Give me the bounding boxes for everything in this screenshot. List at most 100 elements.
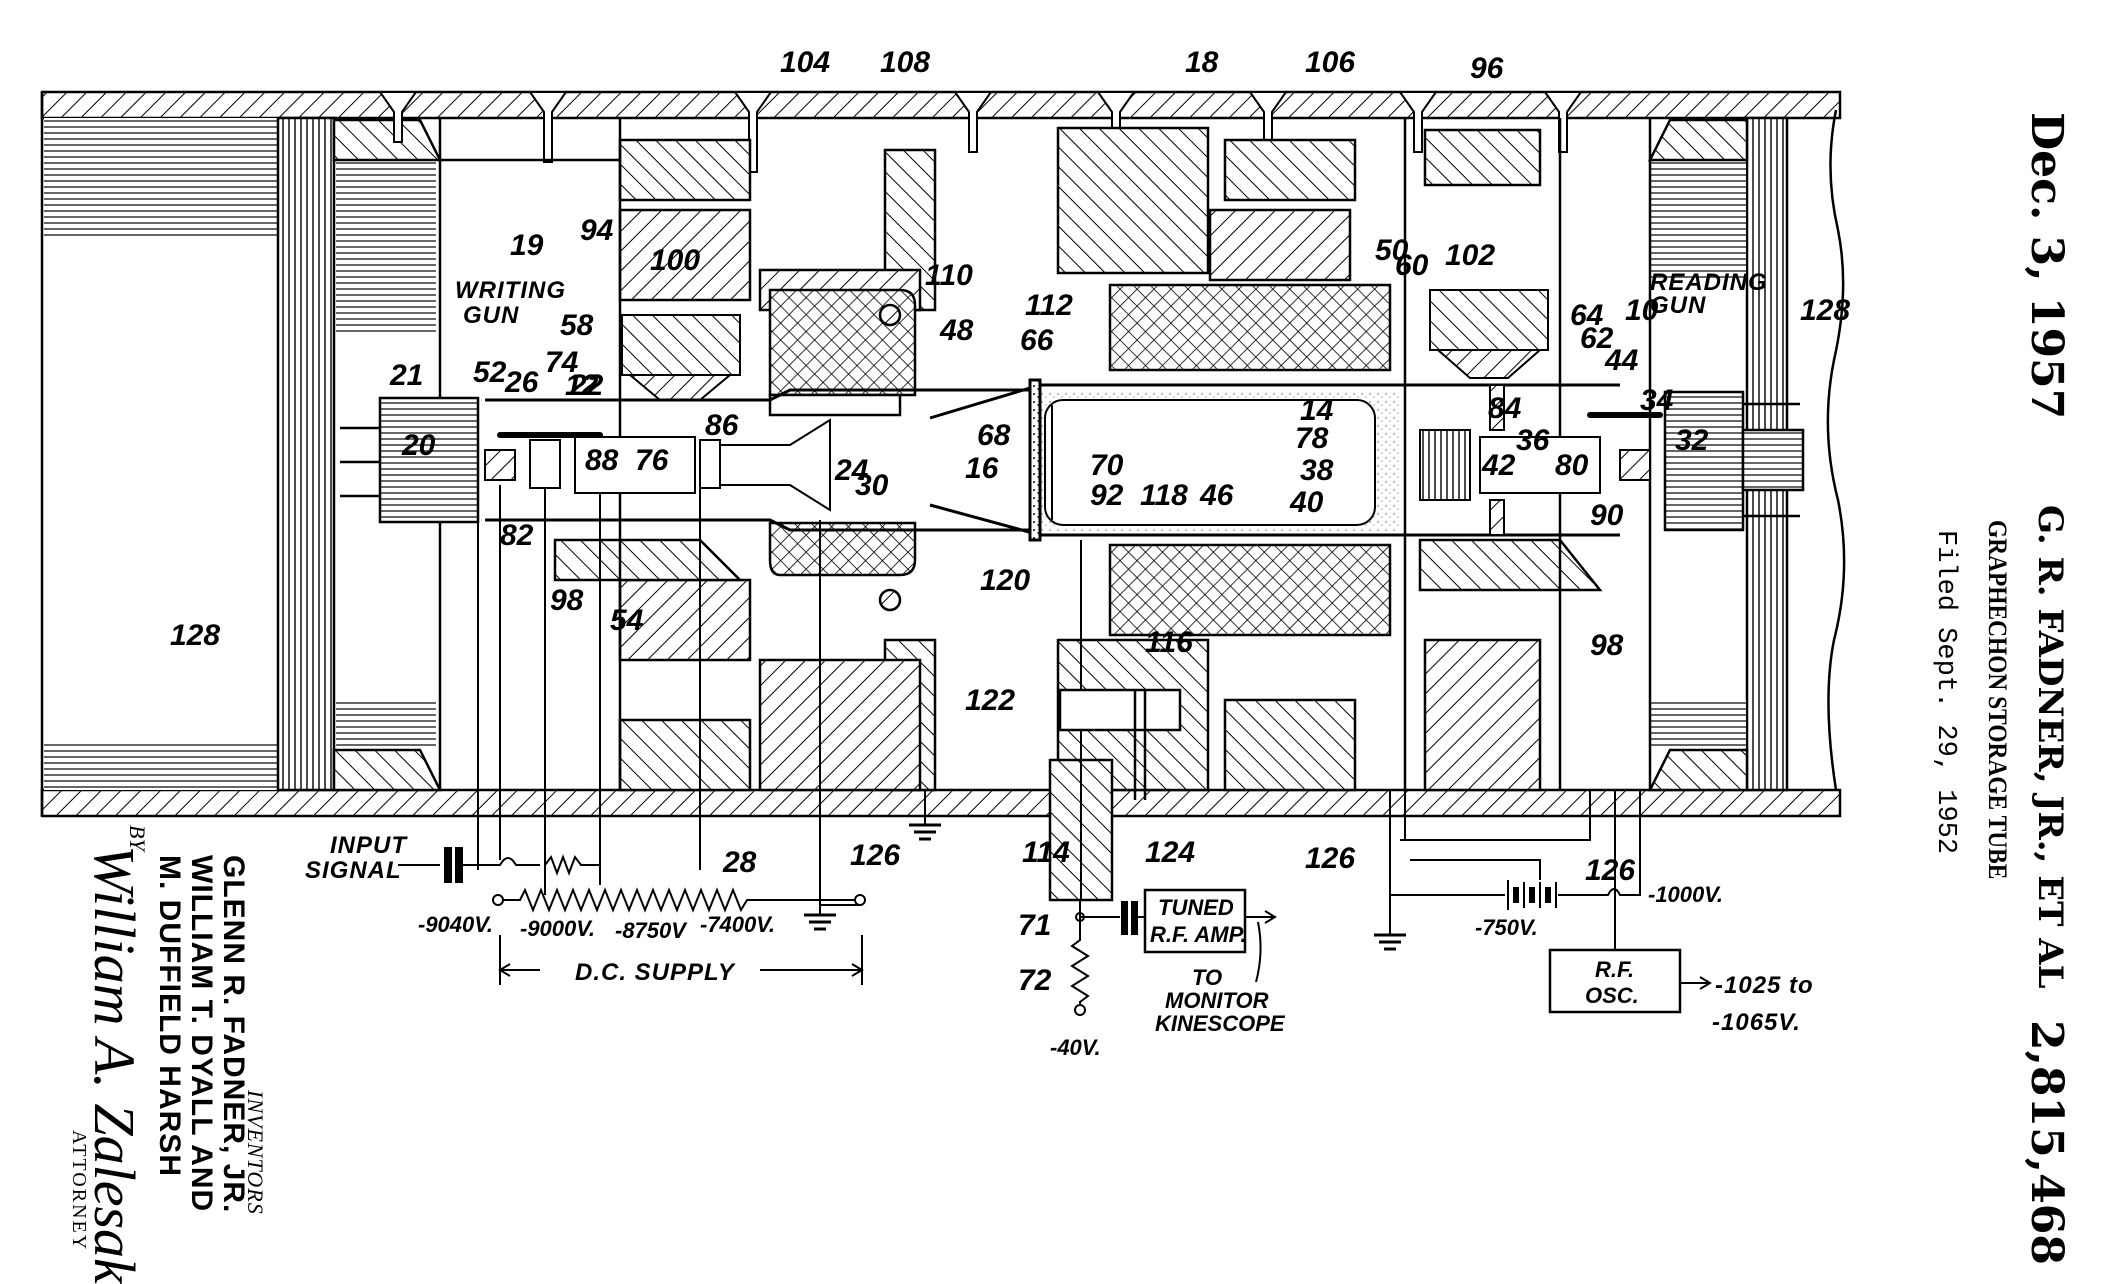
voltage-750: -750V. bbox=[1475, 915, 1538, 940]
reference-numeral-18: 18 bbox=[1185, 46, 1219, 79]
coils bbox=[768, 283, 1392, 637]
reference-numeral-24: 24 bbox=[834, 454, 869, 487]
inventor-header: G. R. FADNER, JR., ET AL bbox=[2030, 505, 2070, 989]
inventor-name-2: WILLIAM T. DYALL AND bbox=[185, 855, 218, 1213]
spring-assembly-102 bbox=[1429, 289, 1549, 351]
reference-numeral-12: 12 bbox=[565, 369, 599, 402]
dc-supply-label: D.C. SUPPLY bbox=[575, 959, 736, 986]
socket-reading-gun bbox=[1663, 390, 1745, 532]
reference-numeral-52: 52 bbox=[473, 356, 507, 389]
patent-date: Dec. 3, 1957 bbox=[2021, 112, 2072, 420]
coil-50 bbox=[1108, 283, 1392, 372]
reference-numeral-92: 92 bbox=[1090, 479, 1124, 512]
spring-assemblies bbox=[621, 289, 1549, 401]
writing-gun-label: WRITING bbox=[455, 277, 566, 304]
reference-numeral-122: 122 bbox=[965, 684, 1015, 717]
reference-numeral-96: 96 bbox=[1470, 52, 1504, 85]
storage-target-16 bbox=[1028, 378, 1042, 542]
input-signal-label: INPUT bbox=[330, 832, 408, 859]
reference-numeral-80: 80 bbox=[1555, 449, 1589, 482]
reading-gun-anode-80 bbox=[1479, 436, 1601, 494]
pole-piece-104 bbox=[618, 138, 752, 202]
ground-symbol bbox=[804, 905, 836, 931]
reference-numeral-28: 28 bbox=[722, 846, 757, 879]
reference-numeral-84: 84 bbox=[1488, 392, 1522, 425]
reference-numeral-118: 118 bbox=[1140, 479, 1188, 512]
reference-numeral-94: 94 bbox=[580, 214, 614, 247]
reference-numeral-34: 34 bbox=[1640, 384, 1674, 417]
reference-numeral-70: 70 bbox=[1090, 449, 1124, 482]
reference-numeral-50: 50 bbox=[1375, 234, 1409, 267]
voltage-8750: -8750V bbox=[615, 918, 688, 943]
reference-numeral-72: 72 bbox=[1018, 964, 1052, 997]
left-flange bbox=[276, 116, 336, 792]
reference-numeral-38: 38 bbox=[1300, 454, 1334, 487]
writing-gun-cathode-20 bbox=[484, 449, 516, 481]
reference-numeral-90: 90 bbox=[1590, 499, 1624, 532]
reference-numeral-98: 98 bbox=[1590, 629, 1624, 662]
filing-date: Filed Sept. 29, 1952 bbox=[1930, 530, 1960, 855]
reference-numeral-10: 10 bbox=[1625, 294, 1659, 327]
reference-numeral-60: 60 bbox=[1395, 249, 1429, 282]
pole-pieces bbox=[440, 118, 1603, 792]
battery-750v bbox=[1507, 880, 1557, 910]
input-signal-label-2: SIGNAL bbox=[305, 857, 402, 884]
reference-numeral-78: 78 bbox=[1295, 422, 1329, 455]
reference-numeral-74: 74 bbox=[545, 346, 579, 379]
reference-numeral-14: 14 bbox=[1300, 394, 1334, 427]
reference-numeral-58: 58 bbox=[560, 309, 594, 342]
reference-numeral-124: 124 bbox=[1145, 836, 1195, 869]
voltage-1000: -1000V. bbox=[1648, 882, 1723, 907]
inventor-name-1: GLENN R. FADNER, JR. bbox=[217, 855, 250, 1214]
spring-assembly-100 bbox=[621, 314, 741, 376]
left-cylinder-top-shading bbox=[44, 118, 284, 238]
reference-numeral-126: 126 bbox=[1305, 842, 1355, 875]
reference-numeral-100: 100 bbox=[650, 244, 700, 277]
attorney-signature: William A. Zalesak bbox=[82, 845, 147, 1284]
rf-oscillator-box bbox=[1548, 948, 1682, 1014]
housing-bottom-wall bbox=[40, 788, 1842, 818]
reference-numeral-114: 114 bbox=[1022, 836, 1070, 869]
reference-numeral-126: 126 bbox=[850, 839, 900, 872]
reference-numeral-36: 36 bbox=[1516, 424, 1550, 457]
reference-numeral-30: 30 bbox=[855, 469, 889, 502]
osc-range-label: -1025 to bbox=[1715, 972, 1814, 999]
reference-numeral-20: 20 bbox=[401, 429, 436, 462]
to-monitor-label-2: MONITOR bbox=[1165, 988, 1269, 1013]
reference-numeral-106: 106 bbox=[1305, 46, 1355, 79]
pole-piece-106 bbox=[1223, 138, 1357, 202]
reference-numeral-62: 62 bbox=[1580, 322, 1614, 355]
patent-title: GRAPHECHON STORAGE TUBE bbox=[1983, 520, 2012, 880]
pole-piece-96 bbox=[1423, 128, 1542, 187]
writing-gun-grid-22 bbox=[529, 439, 561, 489]
output-connector bbox=[1048, 540, 1182, 902]
reference-numeral-42: 42 bbox=[1481, 449, 1516, 482]
writing-gun-lens-24 bbox=[719, 418, 831, 512]
reference-numeral-128: 128 bbox=[1800, 294, 1850, 327]
reference-numeral-110: 110 bbox=[925, 259, 973, 292]
reading-gun-label: READING bbox=[1650, 269, 1768, 296]
writing-gun-anode-76 bbox=[574, 436, 696, 494]
reference-numeral-21: 21 bbox=[389, 359, 423, 392]
reference-numeral-40: 40 bbox=[1289, 486, 1324, 519]
coupling-resistor bbox=[544, 854, 601, 885]
reference-numeral-44: 44 bbox=[1604, 344, 1639, 377]
rf-osc-label: R.F. bbox=[1595, 957, 1634, 982]
tuned-amp-label-2: R.F. AMP. bbox=[1150, 922, 1247, 947]
reference-numeral-128: 128 bbox=[170, 619, 220, 652]
reference-numeral-116: 116 bbox=[1145, 626, 1193, 659]
voltage-40: -40V. bbox=[1050, 1035, 1101, 1060]
reference-numeral-102: 102 bbox=[1445, 239, 1495, 272]
voltage-9040: -9040V. bbox=[418, 912, 493, 937]
socket-21 bbox=[378, 396, 480, 524]
tuned-rf-amp-box bbox=[1143, 888, 1247, 954]
reference-numeral-76: 76 bbox=[635, 444, 669, 477]
rf-osc-label-2: OSC. bbox=[1585, 983, 1639, 1008]
reference-numeral-19: 19 bbox=[510, 229, 544, 262]
reference-numeral-16: 16 bbox=[965, 452, 999, 485]
reference-numeral-126: 126 bbox=[1585, 854, 1635, 887]
wiring bbox=[398, 485, 1712, 1016]
reference-numeral-48: 48 bbox=[939, 314, 974, 347]
osc-range-label-2: -1065V. bbox=[1712, 1009, 1801, 1036]
reference-numeral-86: 86 bbox=[705, 409, 739, 442]
